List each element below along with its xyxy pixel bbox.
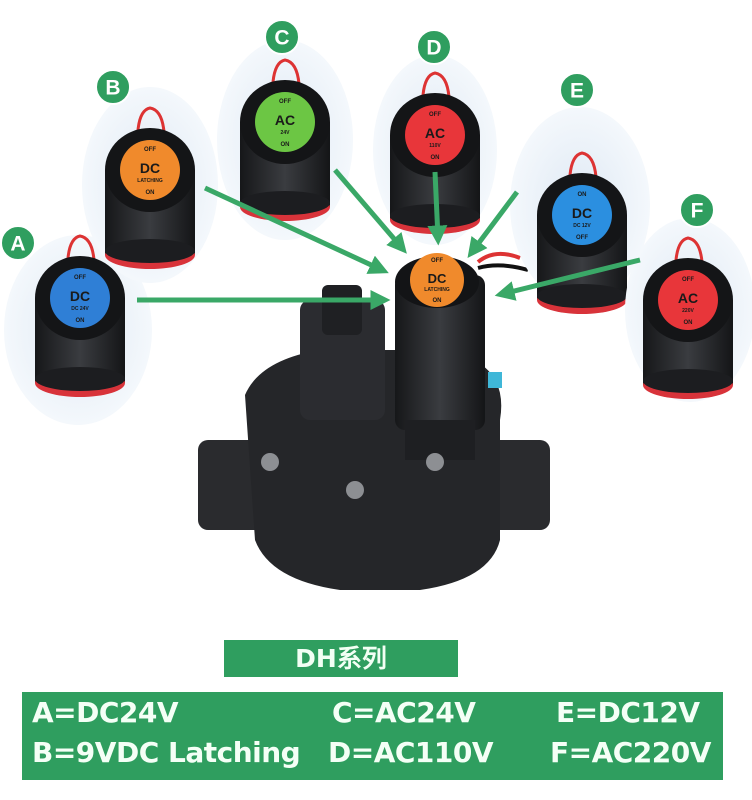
legend-item-c: C=AC24V: [332, 696, 476, 729]
coil-cap-text: DC: [140, 160, 160, 176]
badge-e: E: [559, 72, 595, 108]
coil-a: OFF DC DC 24V ON A: [0, 225, 152, 425]
arrow-b: [203, 185, 389, 274]
coil-cap-text: ON: [76, 318, 85, 324]
coil-cap-text: OFF: [429, 112, 441, 118]
valve-cap-voltage: LATCHING: [424, 287, 450, 293]
legend-item-a: A=DC24V: [32, 696, 179, 729]
valve-cap-on: ON: [433, 298, 442, 304]
voltage-legend: A=DC24V B=9VDC Latching C=AC24V D=AC110V…: [22, 692, 723, 780]
coil-cap-text: OFF: [682, 277, 694, 283]
coil-cap-text: DC: [572, 205, 592, 221]
coil-d: OFF AC 110V ON D: [373, 29, 497, 245]
arrow-c: [333, 168, 407, 254]
svg-text:C: C: [274, 27, 289, 50]
coil-wire: [674, 236, 704, 263]
svg-text:E: E: [570, 80, 584, 103]
coil-b: OFF DC LATCHING ON B: [82, 69, 218, 283]
coil-cap-text: DC: [70, 288, 90, 304]
arrow-d: [427, 171, 448, 246]
badge-a: A: [0, 225, 36, 261]
coil-wire: [271, 58, 301, 85]
coil-cap-label: [552, 185, 612, 245]
coil-cap-text: AC: [275, 112, 295, 128]
coil-cap-text: ON: [684, 320, 693, 326]
coil-cap-text: LATCHING: [137, 178, 163, 184]
valve-cap-type: DC: [428, 271, 447, 286]
coil-wire: [421, 71, 451, 98]
legend-item-d: D=AC110V: [328, 736, 494, 769]
legend-item-b: B=9VDC Latching: [32, 736, 301, 769]
svg-text:D: D: [426, 37, 441, 60]
svg-text:F: F: [691, 200, 704, 223]
coil-e: ON DC DC 12V OFF E: [510, 72, 650, 314]
coil-cap-text: OFF: [144, 147, 156, 153]
coil-f: OFF AC 220V ON F: [625, 192, 752, 402]
coil-cap-text: AC: [425, 125, 445, 141]
valve-cap-off: OFF: [431, 258, 443, 264]
coil-cap-text: DC 24V: [71, 306, 89, 312]
coil-wire: [568, 151, 598, 178]
badge-b: B: [95, 69, 131, 105]
coil-cap-label: [658, 270, 718, 330]
coil-cap-text: ON: [281, 142, 290, 148]
coil-cap-text: ON: [578, 192, 587, 198]
coil-cap-label: [120, 140, 180, 200]
badge-f: F: [679, 192, 715, 228]
coil-cap-text: AC: [678, 290, 698, 306]
coil-cap-label: [50, 268, 110, 328]
coil-cap-label: [405, 105, 465, 165]
coil-cap-text: ON: [146, 190, 155, 196]
coil-wire: [66, 234, 96, 261]
svg-text:A: A: [10, 233, 25, 256]
arrow-e: [467, 190, 519, 258]
coil-cap-text: 220V: [682, 308, 694, 314]
legend-item-e: E=DC12V: [556, 696, 700, 729]
coil-cap-text: OFF: [74, 275, 86, 281]
coil-cap-text: 24V: [281, 130, 291, 136]
badge-d: D: [416, 29, 452, 65]
series-title: DH系列: [224, 640, 458, 677]
badge-c: C: [264, 19, 300, 55]
legend-item-f: F=AC220V: [550, 736, 711, 769]
coil-cap-text: ON: [431, 155, 440, 161]
coil-wire: [136, 106, 166, 133]
svg-text:B: B: [105, 77, 120, 100]
coil-cap-label: [255, 92, 315, 152]
coil-c: OFF AC 24V ON C: [217, 19, 353, 240]
valve-coil-label: [410, 253, 464, 307]
arrow-f: [494, 257, 641, 301]
coil-cap-text: 110V: [429, 143, 441, 149]
coil-cap-text: OFF: [576, 235, 588, 241]
valve-body: OFF DC LATCHING ON: [198, 251, 550, 590]
coil-cap-text: DC 12V: [573, 223, 591, 229]
coil-cap-text: OFF: [279, 99, 291, 105]
